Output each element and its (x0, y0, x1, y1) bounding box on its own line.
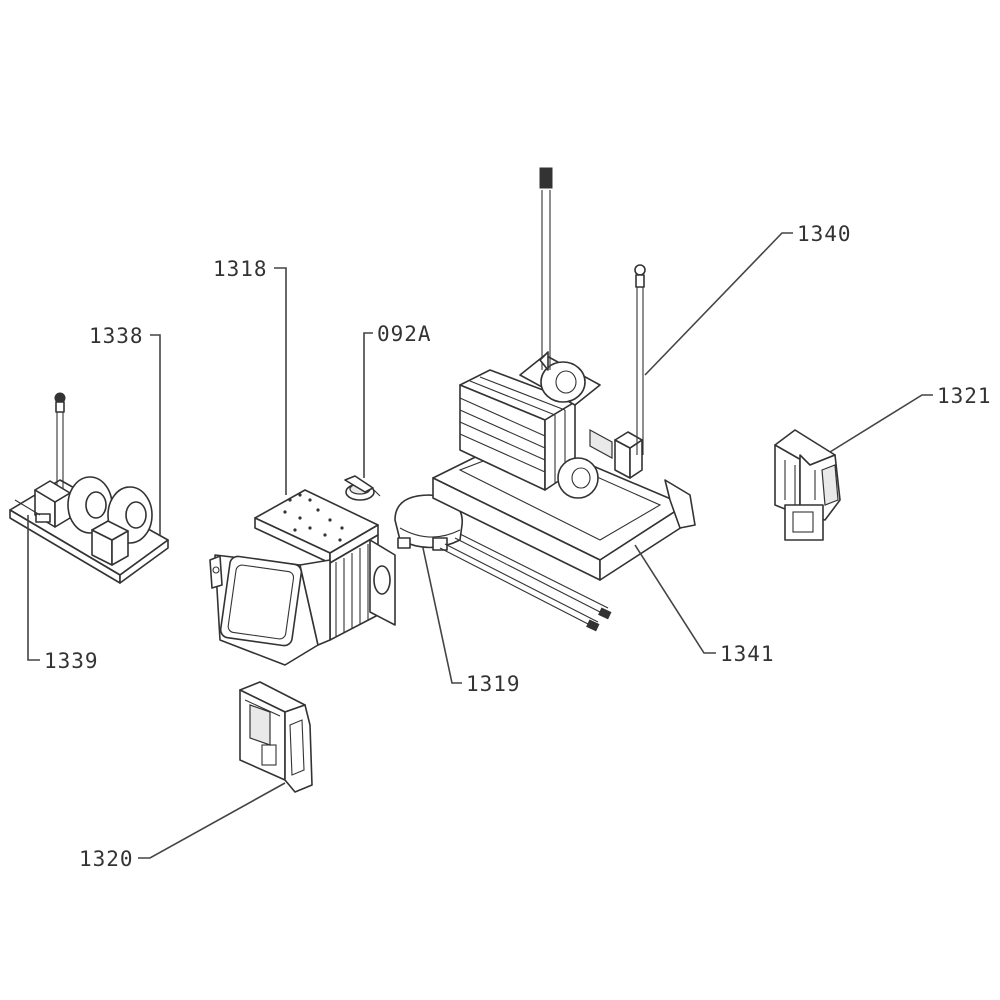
label-1339: 1339 (44, 649, 99, 673)
part-092A-thermal-fuse (344, 475, 381, 501)
part-1321-bracket (774, 429, 841, 541)
leader-1321 (829, 394, 933, 453)
part-1338-filter-board (9, 392, 169, 584)
part-1340-inverter-board (432, 167, 696, 581)
leader-092A (363, 332, 373, 478)
leader-1339 (27, 515, 40, 661)
leader-1341 (634, 544, 716, 654)
part-labels: 1318 1338 092A 1340 1321 1339 1319 1341 … (44, 222, 992, 871)
part-1320-bracket (239, 681, 313, 793)
label-1321: 1321 (937, 384, 992, 408)
label-092A: 092A (377, 322, 432, 346)
label-1341: 1341 (720, 642, 775, 666)
label-1318: 1318 (213, 257, 268, 281)
leader-1318 (274, 267, 287, 495)
label-1338: 1338 (89, 324, 144, 348)
leader-1319 (422, 547, 462, 684)
leader-1338 (150, 334, 161, 535)
leader-lines (27, 232, 933, 859)
part-1318-magnetron (209, 489, 396, 666)
part-1319-hv-capacitor (394, 494, 612, 632)
label-1319: 1319 (466, 672, 521, 696)
label-1320: 1320 (79, 847, 134, 871)
label-1340: 1340 (797, 222, 852, 246)
leader-1340 (644, 232, 793, 376)
leader-1320 (138, 782, 286, 859)
